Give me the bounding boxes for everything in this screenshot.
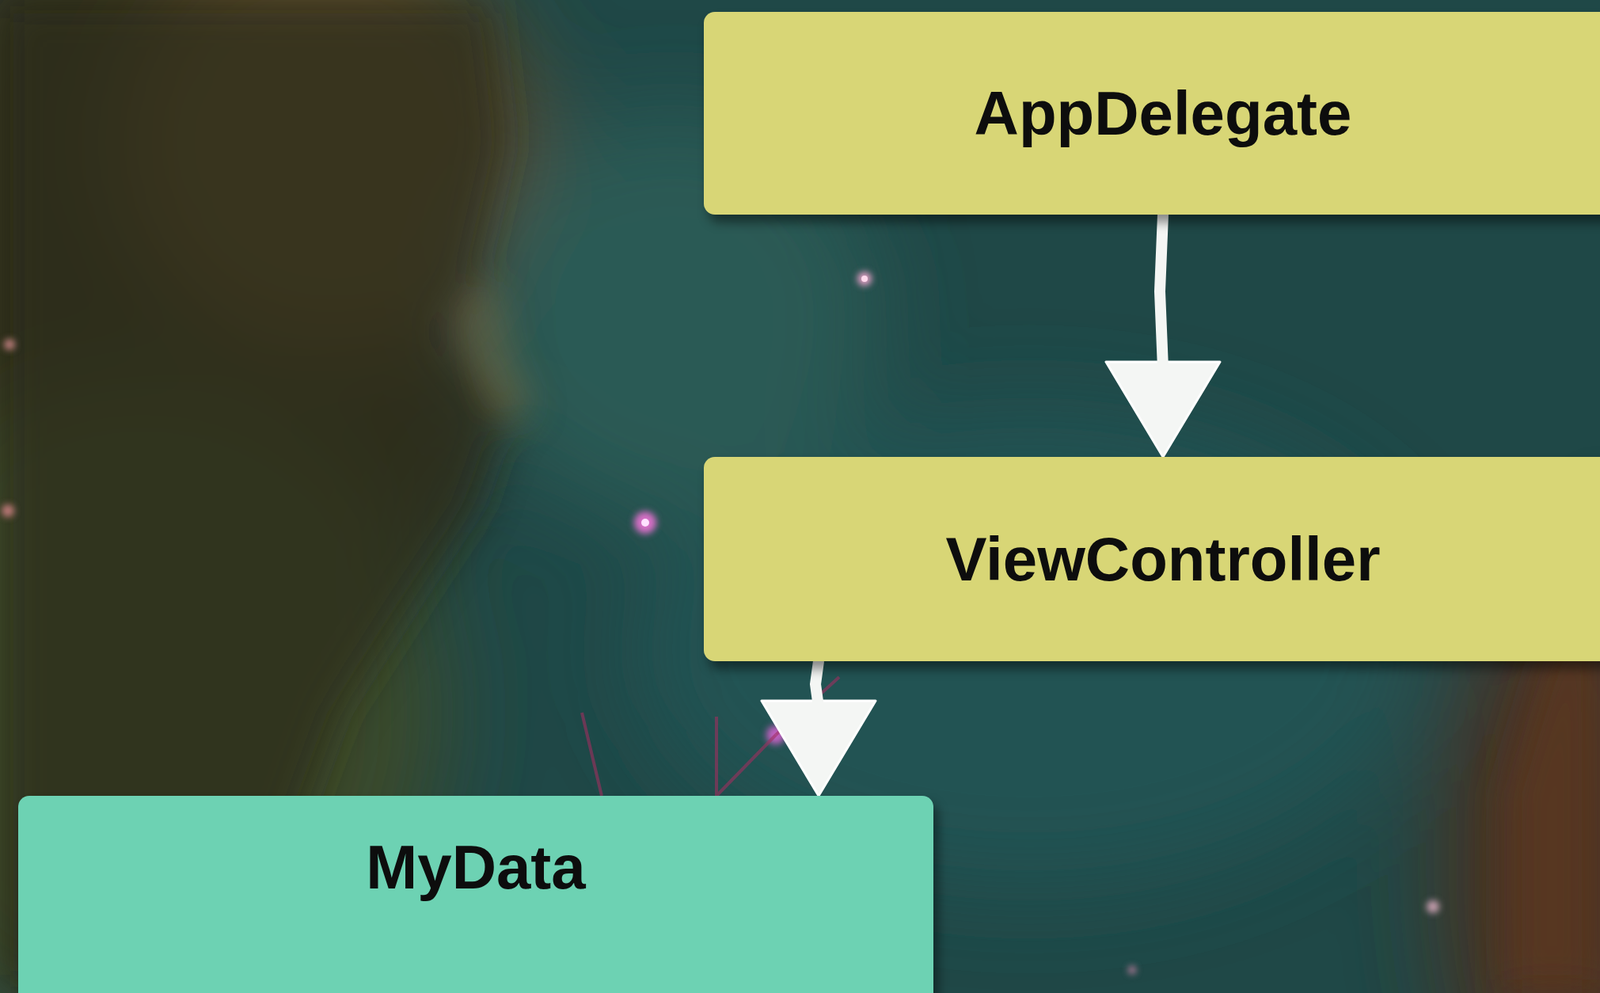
class-box: ViewController bbox=[703, 456, 1600, 662]
class-name: ViewController bbox=[945, 523, 1380, 596]
arrow-connector bbox=[1105, 214, 1220, 457]
class-name: AppDelegate bbox=[974, 77, 1353, 150]
arrow-connector bbox=[761, 661, 876, 796]
class-name: MyData bbox=[365, 831, 586, 904]
data-box: MyData bbox=[18, 795, 934, 993]
class-box: AppDelegate bbox=[703, 11, 1600, 215]
